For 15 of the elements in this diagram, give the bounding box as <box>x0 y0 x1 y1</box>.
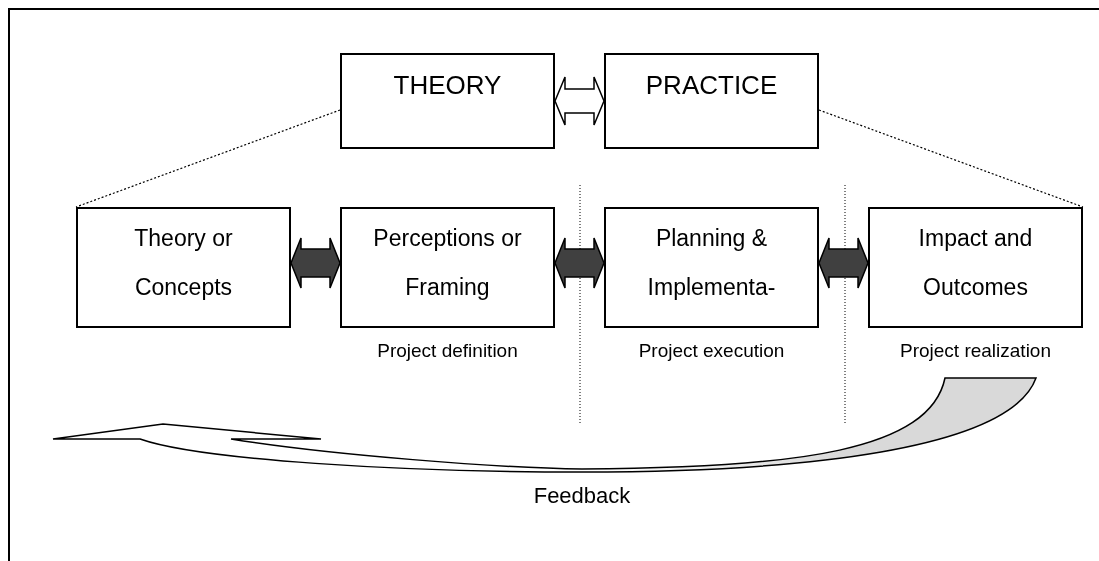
caption-text: Project realization <box>899 339 1052 363</box>
block-arrow <box>554 237 605 289</box>
node-label: Impact and Outcomes <box>917 224 1034 302</box>
node-label: Theory or Concepts <box>133 224 234 302</box>
dotted-line <box>75 109 341 208</box>
node-label: Planning & Implementa- <box>646 224 777 302</box>
curved-arrow <box>52 377 1037 473</box>
block-arrow <box>554 76 605 126</box>
node-label: PRACTICE <box>644 69 779 101</box>
block-arrow <box>290 237 341 289</box>
node-label: Perceptions or Framing <box>372 224 523 302</box>
block-arrow <box>818 237 869 289</box>
caption-text: Project execution <box>637 339 786 363</box>
node-label: THEORY <box>392 69 503 101</box>
caption-text: Project definition <box>376 339 519 363</box>
